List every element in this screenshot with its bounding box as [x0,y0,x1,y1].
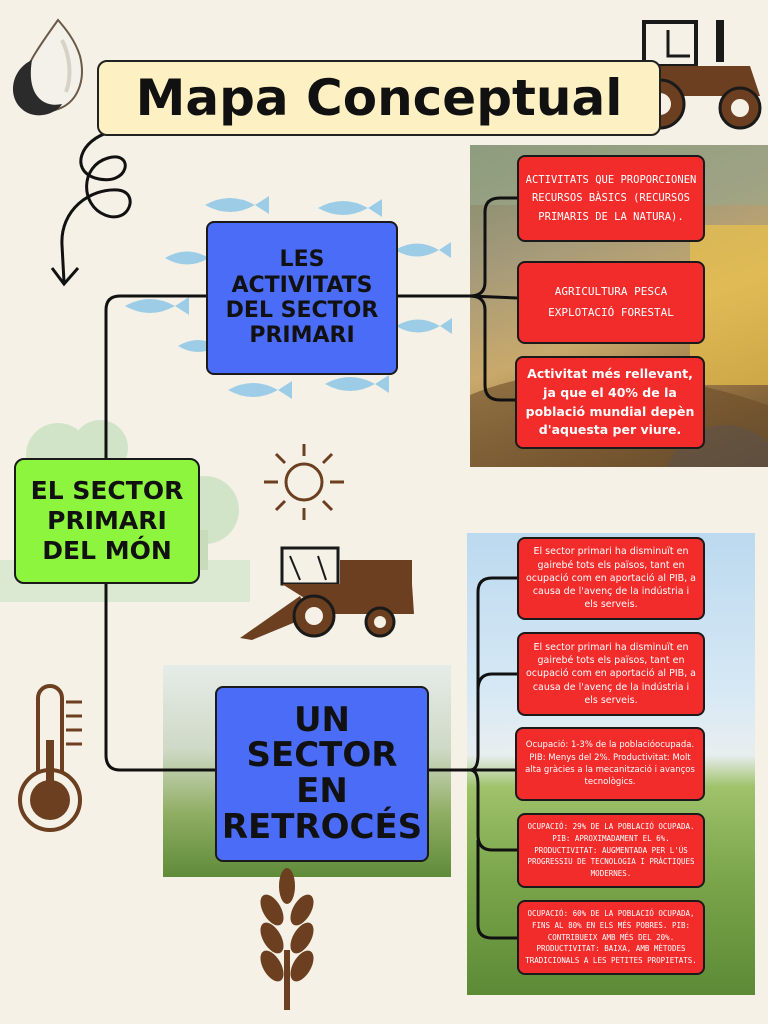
thermometer-icon [18,684,82,832]
node-sector-primari: EL SECTOR PRIMARI DEL MÓN [14,458,200,584]
activitats-relevance-box: Activitat més rellevant, ja que el 40% d… [515,356,705,449]
connector-sector-activitats [104,294,206,458]
retroces-info-text-1: El sector primari ha disminuït en gaireb… [526,546,696,611]
activitats-relevance-text: Activitat més rellevant, ja que el 40% d… [525,366,695,438]
retroces-poor-text: OCUPACIÓ: 60% DE LA POBLACIÓ OCUPADA, FI… [525,909,697,965]
activitats-types-box: AGRICULTURA PESCA EXPLOTACIÓ FORESTAL [517,261,705,344]
activitats-definition-text: ACTIVITATS QUE PROPORCIONEN RECURSOS BÀS… [525,173,697,223]
node-retroces-label: UN SECTOR EN RETROCÉS [221,699,423,847]
connector-red-5 [476,672,517,691]
retroces-info-box-1: El sector primari ha disminuït en gaireb… [517,537,705,620]
connector-red-1 [469,196,517,298]
retroces-emerging-box: OCUPACIÓ: 29% DE LA POBLACIÓ OCUPADA. PI… [517,813,705,888]
connector-red-3 [469,294,515,402]
fish-icon [125,196,452,399]
title-banner: Mapa Conceptual [97,60,661,136]
connector-sector-retroces [104,580,215,772]
retroces-poor-box: OCUPACIÓ: 60% DE LA POBLACIÓ OCUPADA, FI… [517,900,705,975]
page-title: Mapa Conceptual [135,69,623,127]
sun-icon [264,444,344,520]
spiral-arrow-icon [50,130,132,287]
retroces-developed-text: Ocupació: 1-3% de la poblacióocupada. PI… [525,740,695,788]
node-activitats: LES ACTIVITATS DEL SECTOR PRIMARI [206,221,398,375]
harvester-icon [240,546,414,640]
moon-icon [13,60,62,116]
node-activitats-label: LES ACTIVITATS DEL SECTOR PRIMARI [225,247,379,349]
retroces-info-box-2: El sector primari ha disminuït en gaireb… [517,632,705,716]
connector-red-7 [469,768,517,852]
node-sector-primari-label: EL SECTOR PRIMARI DEL MÓN [30,476,184,565]
activitats-types-text: AGRICULTURA PESCA EXPLOTACIÓ FORESTAL [548,284,674,319]
retroces-info-text-2: El sector primari ha disminuït en gaireb… [526,641,696,706]
node-retroces: UN SECTOR EN RETROCÉS [215,686,429,862]
wheat-icon [260,868,314,1010]
connector-red-4 [469,576,517,772]
retroces-developed-box: Ocupació: 1-3% de la poblacióocupada. PI… [515,727,705,801]
activitats-definition-box: ACTIVITATS QUE PROPORCIONEN RECURSOS BÀS… [517,155,705,242]
connector-red-8 [476,840,517,940]
retroces-emerging-text: OCUPACIÓ: 29% DE LA POBLACIÓ OCUPADA. PI… [527,822,695,878]
